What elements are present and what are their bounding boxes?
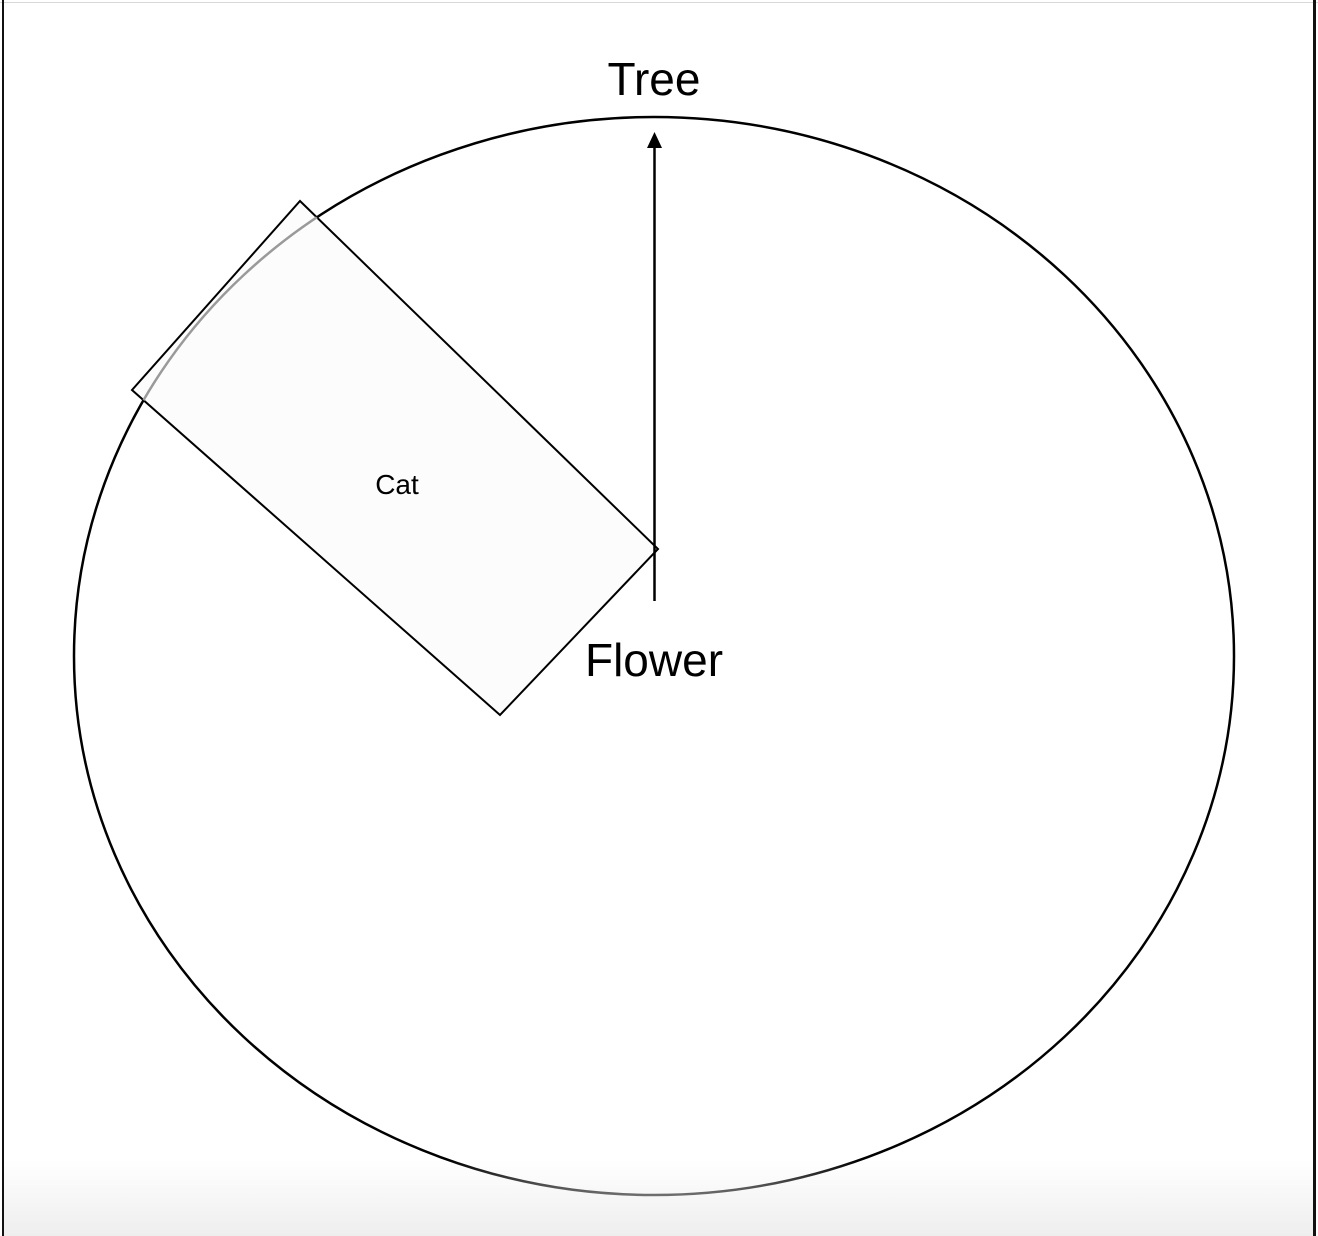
flower-label: Flower [585,634,723,686]
frame-border-top [0,2,1318,3]
frame-border-left [2,0,4,1236]
frame-border-right [1313,0,1316,1236]
bottom-shadow [4,1160,1313,1236]
cat-label: Cat [375,469,419,500]
tree-label: Tree [608,53,701,105]
cat-rectangle[interactable] [130,199,660,717]
arrow-head-icon [647,132,662,148]
